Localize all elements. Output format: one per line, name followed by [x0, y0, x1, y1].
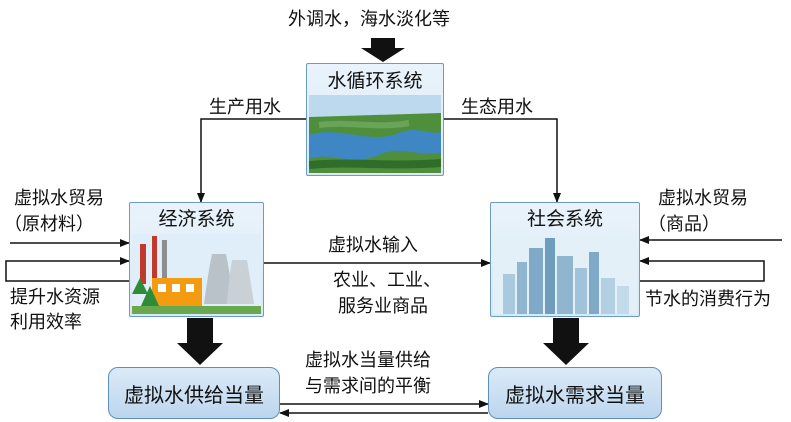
middle-flow-sub2: 服务业商品	[338, 296, 428, 317]
water-cycle-box: 水循环系统	[306, 63, 444, 176]
production-water-label: 生产用水	[209, 97, 281, 118]
demand-box: 虚拟水需求当量	[488, 367, 662, 419]
balance-line2: 与需求间的平衡	[305, 376, 431, 397]
middle-flow-sub1: 农业、工业、	[333, 270, 441, 291]
production-water-arrow	[197, 118, 306, 203]
city-skyline-image	[493, 234, 637, 314]
left-trade-line1: 虚拟水贸易	[14, 188, 104, 209]
middle-flow-label: 虚拟水输入	[328, 235, 418, 256]
river-landscape-image	[309, 95, 441, 173]
economic-system-title: 经济系统	[158, 208, 235, 230]
economic-system-box: 经济系统	[129, 202, 264, 317]
left-feedback-line1: 提升水资源	[10, 287, 100, 308]
left-trade-line2: （原材料）	[4, 214, 94, 235]
right-trade-line1: 虚拟水贸易	[658, 188, 748, 209]
social-system-title: 社会系统	[526, 208, 603, 230]
water-cycle-title: 水循环系统	[327, 70, 423, 92]
social-system-box: 社会系统	[490, 202, 640, 317]
ecological-water-arrow	[444, 118, 561, 203]
left-feedback-loop	[5, 257, 130, 282]
ecological-water-label: 生态用水	[461, 97, 533, 118]
input-arrow-thick	[361, 38, 405, 62]
right-feedback-label: 节水的消费行为	[645, 289, 771, 310]
right-trade-line2: （商品）	[648, 214, 720, 235]
supply-box: 虚拟水供给当量	[108, 367, 280, 419]
top-input-label: 外调水，海水淡化等	[288, 9, 450, 30]
balance-line1: 虚拟水当量供给	[305, 350, 431, 371]
supply-down-arrow	[177, 318, 223, 365]
left-feedback-line2: 利用效率	[10, 312, 82, 333]
demand-down-arrow	[543, 318, 589, 365]
factory-image	[132, 234, 261, 314]
right-feedback-loop	[639, 257, 765, 282]
